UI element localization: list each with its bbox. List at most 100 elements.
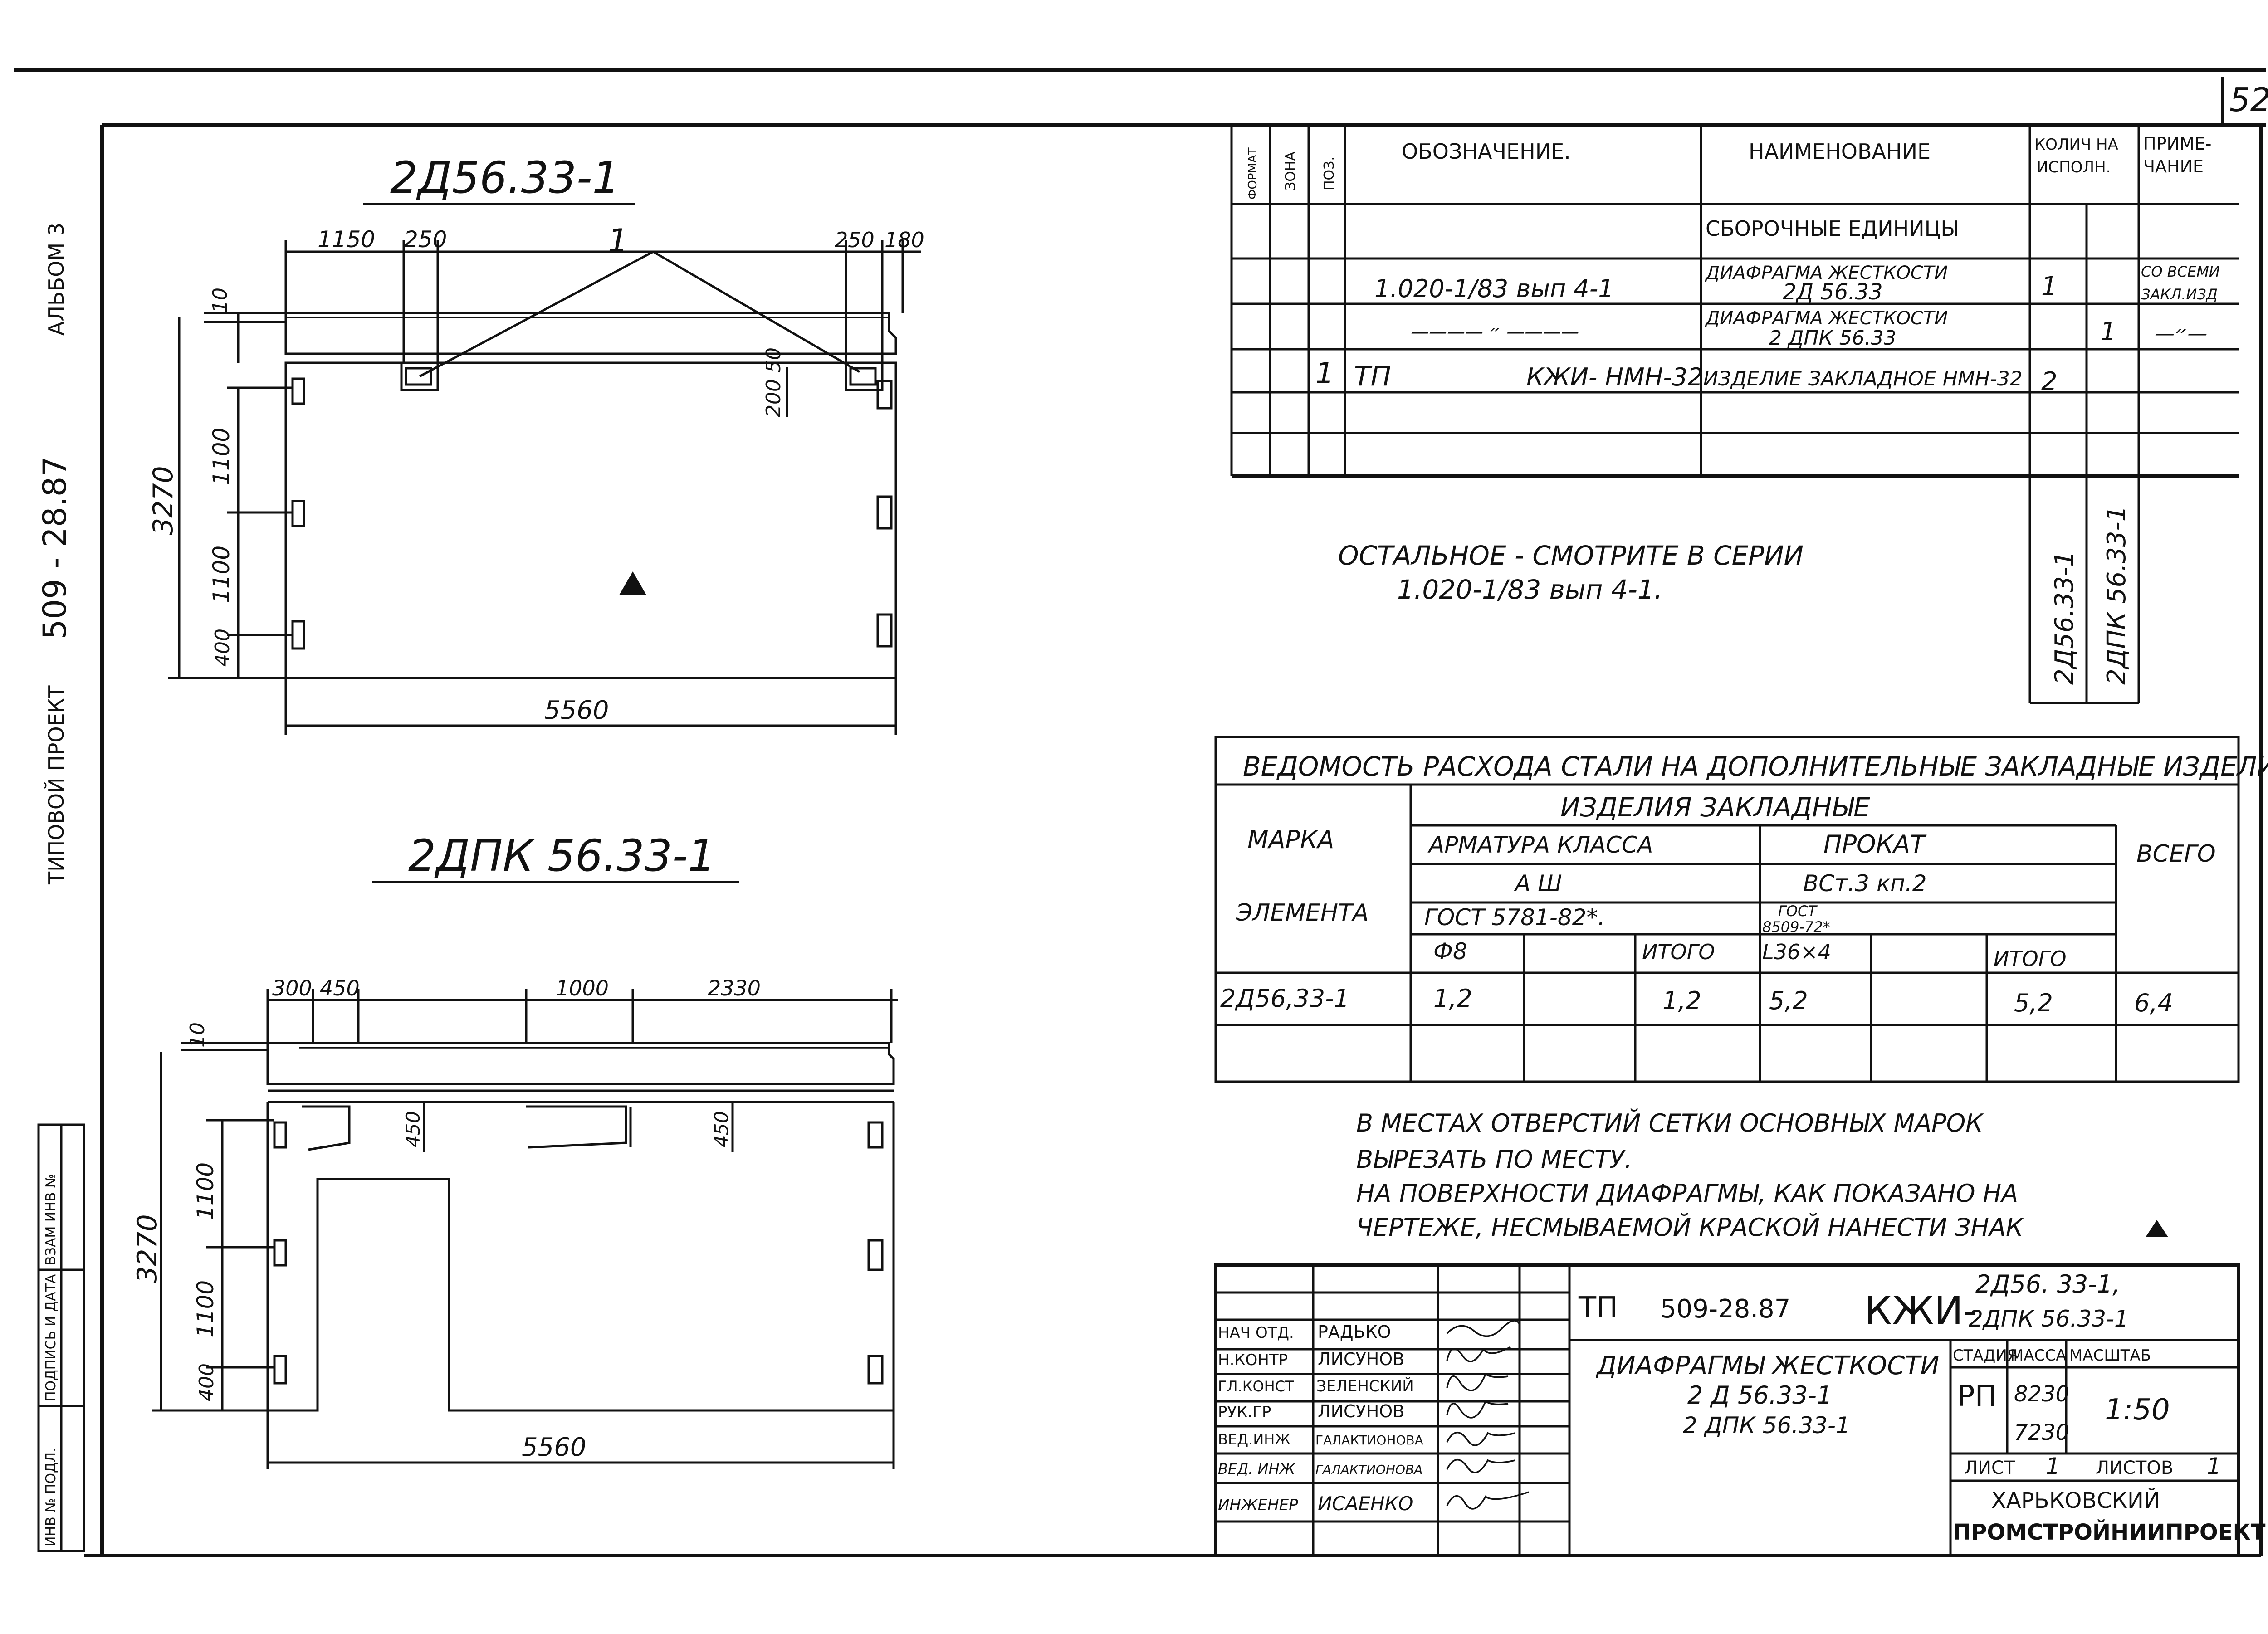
tb-role: ИНЖЕНЕР — [1218, 1496, 1298, 1514]
steel-table-title: ВЕДОМОСТЬ РАСХОДА СТАЛИ НА ДОПОЛНИТЕЛЬНЫ… — [1243, 751, 2268, 782]
d2-dim-5560: 5560 — [522, 1433, 587, 1462]
drawing1-leader-mark: 1 — [608, 222, 628, 259]
tb-role: ВЕД. ИНЖ — [1218, 1460, 1296, 1478]
steel-mark-label1: МАРКА — [1247, 825, 1334, 854]
spec-header-name: НАИМЕНОВАНИЕ — [1749, 139, 1931, 164]
spec-row2-q2: 1 — [2100, 317, 2116, 346]
drawing-2d56-33-1: 2Д56.33-1 1 1150 250 25 — [147, 152, 924, 735]
steel-row-angle: 5,2 — [1769, 986, 1808, 1015]
left-approval-stamp: ИНВ № ПОДЛ. ПОДПИСЬ И ДАТА ВЗАМ ИНВ № — [37, 1123, 85, 1552]
tb-role: НАЧ ОТД. — [1218, 1324, 1294, 1342]
d1-dim-1100b: 1100 — [208, 546, 235, 603]
tb-tp: ТП — [1578, 1291, 1618, 1325]
steel-rebar-class: А Ш — [1514, 870, 1562, 897]
d2-dim-3270: 3270 — [132, 1214, 163, 1283]
d2-dim-10: 10 — [186, 1022, 209, 1048]
tb-scale-label: МАСШТАБ — [2069, 1346, 2151, 1365]
spec-row3-designation-b: КЖИ- НМН-32 — [1526, 363, 1703, 391]
steel-row-itogo1: 1,2 — [1662, 986, 1701, 1015]
spec-row1-name1: ДИАФРАГМА ЖЕСТКОСТИ — [1705, 263, 1948, 283]
steel-angle: L36×4 — [1762, 940, 1831, 964]
tb-object-3: 2 ДПК 56.33-1 — [1683, 1412, 1850, 1439]
rest-note: ОСТАЛЬНОЕ - СМОТРИТЕ В СЕРИИ 1.020-1/83 … — [1338, 540, 1804, 605]
tb-stage-label: СТАДИЯ — [1953, 1346, 2018, 1365]
note-line-4: ЧЕРТЕЖЕ, НЕСМЫВАЕМОЙ КРАСКОЙ НАНЕСТИ ЗНА… — [1356, 1213, 2024, 1242]
sheet-number: 52 — [2229, 81, 2268, 119]
d2-dim-1100a: 1100 — [192, 1162, 219, 1220]
spec-row2-designation: ———— ״ ———— — [1411, 322, 1579, 342]
d1-dim-1150: 1150 — [318, 226, 375, 253]
tb-org-1: ХАРЬКОВСКИЙ — [1991, 1488, 2160, 1513]
note-line-3: НА ПОВЕРХНОСТИ ДИАФРАГМЫ, КАК ПОКАЗАНО Н… — [1356, 1179, 2018, 1208]
tb-signatures — [1446, 1320, 1529, 1510]
spec-header-qty: КОЛИЧ НА — [2034, 136, 2118, 154]
spec-row1-note1: СО ВСЕМИ — [2141, 263, 2220, 280]
spec-header-note: ПРИМЕ- — [2143, 134, 2211, 154]
steel-itogo2: ИТОГО — [1994, 946, 2067, 971]
steel-mark-label2: ЭЛЕМЕНТА — [1236, 899, 1369, 927]
d1-dim-180: 180 — [885, 228, 924, 252]
tb-scale: 1:50 — [2105, 1393, 2170, 1427]
side-stamp-code: 509 - 28.87 — [36, 456, 73, 639]
tb-role: ГЛ.КОНСТ — [1218, 1378, 1294, 1395]
d2-dim-450a: 450 — [402, 1111, 424, 1147]
steel-rebar: АРМАТУРА КЛАССА — [1427, 832, 1653, 858]
stamp-signature-date: ПОДПИСЬ И ДАТА — [43, 1274, 59, 1401]
spec-column-mark-2: 2ДПК 56.33-1 — [2102, 506, 2131, 685]
steel-itogo1: ИТОГО — [1642, 940, 1715, 964]
d2-dim-1000: 1000 — [556, 976, 609, 1000]
spec-header-zone: ЗОНА — [1283, 151, 1299, 190]
d2-dim-300: 300 — [272, 976, 312, 1000]
steel-rolled-grade: ВСт.3 кп.2 — [1803, 870, 1927, 897]
steel-group: ИЗДЕЛИЯ ЗАКЛАДНЫЕ — [1560, 792, 1870, 823]
tb-marks-1: 2Д56. 33-1, — [1975, 1270, 2120, 1298]
d1-dim-250b: 250 — [835, 228, 875, 252]
d1-dim-250a: 250 — [404, 226, 447, 253]
spec-header-pos: ПОЗ. — [1321, 156, 1337, 190]
spec-column-mark-1: 2Д56.33-1 — [2050, 551, 2079, 685]
title-block: ТП 509-28.87 КЖИ- 2Д56. 33-1, 2ДПК 56.33… — [1214, 1263, 2266, 1557]
steel-rolled-gost1: ГОСТ — [1778, 902, 1818, 920]
d1-dim-200-50: 200 50 — [762, 347, 785, 417]
spec-row2-note1: —״— — [2155, 322, 2207, 345]
spec-row3-name1: ИЗДЕЛИЕ ЗАКЛАДНОЕ НМН-32 — [1703, 367, 2023, 390]
tb-role: РУК.ГР — [1218, 1403, 1271, 1421]
tb-object-2: 2 Д 56.33-1 — [1687, 1381, 1832, 1410]
spec-header-note-2: ЧАНИЕ — [2143, 156, 2204, 176]
side-stamp: ТИПОВОЙ ПРОЕКТ 509 - 28.87 АЛЬБОМ 3 — [36, 223, 73, 885]
spec-row1-name2: 2Д 56.33 — [1783, 279, 1883, 305]
side-stamp-label: ТИПОВОЙ ПРОЕКТ — [44, 685, 68, 885]
tb-role: ВЕД.ИНЖ — [1218, 1431, 1290, 1448]
spec-row3-pos: 1 — [1315, 357, 1334, 390]
tb-org-2: ПРОМСТРОЙНИИПРОЕКТ — [1953, 1519, 2266, 1545]
d1-dim-3270: 3270 — [147, 466, 179, 535]
tb-object-1: ДИАФРАГМЫ ЖЕСТКОСТИ — [1595, 1351, 1939, 1380]
spec-header-qty-2: ИСПОЛН. — [2037, 158, 2111, 176]
tb-stage: РП — [1957, 1380, 1997, 1413]
stamp-vzam-inv: ВЗАМ ИНВ № — [43, 1174, 59, 1265]
tb-person: ЗЕЛЕНСКИЙ — [1316, 1377, 1414, 1395]
steel-row-total: 6,4 — [2134, 989, 2173, 1017]
rest-note-line1: ОСТАЛЬНОЕ - СМОТРИТЕ В СЕРИИ — [1338, 540, 1804, 571]
note-line-1: В МЕСТАХ ОТВЕРСТИЙ СЕТКИ ОСНОВНЫХ МАРОК — [1356, 1109, 1984, 1137]
d1-dim-1100a: 1100 — [208, 428, 235, 485]
tb-roles: НАЧ ОТД. РАДЬКО Н.КОНТР ЛИСУНОВ ГЛ.КОНСТ… — [1218, 1322, 1423, 1515]
sheet-frame — [14, 68, 2266, 1557]
tb-person: ИСАЕНКО — [1318, 1493, 1413, 1515]
d1-dim-10: 10 — [209, 288, 232, 313]
stamp-inv-podl: ИНВ № ПОДЛ. — [43, 1448, 59, 1546]
spec-row2-name1: ДИАФРАГМА ЖЕСТКОСТИ — [1705, 308, 1948, 329]
d1-dim-5560: 5560 — [544, 696, 609, 725]
d2-dim-2330: 2330 — [708, 976, 761, 1000]
tb-code: 509-28.87 — [1660, 1294, 1790, 1324]
drawing2-title: 2ДПК 56.33-1 — [408, 830, 715, 881]
steel-rebar-gost: ГОСТ 5781-82*. — [1424, 904, 1605, 931]
spec-header-designation: ОБОЗНАЧЕНИЕ. — [1402, 139, 1571, 164]
tb-sheet: 1 — [2046, 1453, 2060, 1479]
spec-row1-q1: 1 — [2041, 272, 2058, 301]
tb-role: Н.КОНТР — [1218, 1351, 1288, 1369]
spec-row3-q1: 2 — [2041, 367, 2058, 396]
tb-mass-1: 8230 — [2014, 1381, 2069, 1407]
steel-row-phi8: 1,2 — [1433, 984, 1472, 1013]
